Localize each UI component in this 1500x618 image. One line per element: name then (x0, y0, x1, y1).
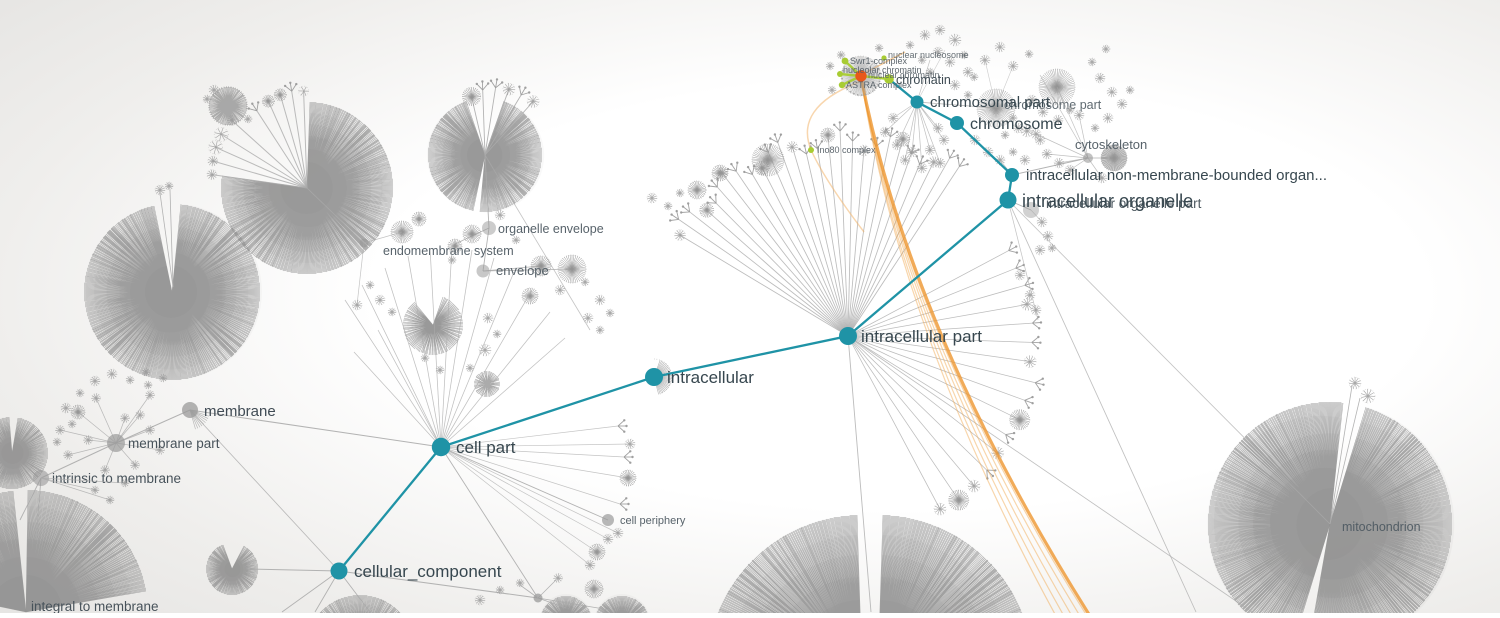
svg-text:chromosome: chromosome (970, 116, 1063, 133)
svg-text:organelle envelope: organelle envelope (498, 222, 604, 236)
svg-text:membrane part: membrane part (128, 436, 220, 451)
svg-text:cell part: cell part (456, 438, 516, 457)
svg-text:mitochondrion: mitochondrion (1342, 520, 1421, 534)
svg-text:chromosomal part: chromosomal part (930, 94, 1051, 111)
svg-text:cell periphery: cell periphery (620, 515, 686, 527)
svg-text:integral to membrane: integral to membrane (31, 599, 159, 613)
svg-text:Ino80 complex: Ino80 complex (817, 145, 876, 155)
svg-text:cellular_component: cellular_component (354, 562, 502, 581)
svg-text:nuclear nucleosome: nuclear nucleosome (888, 50, 969, 60)
svg-text:cytoskeleton: cytoskeleton (1075, 137, 1147, 152)
svg-text:intrinsic to membrane: intrinsic to membrane (52, 471, 181, 486)
svg-text:endomembrane system: endomembrane system (383, 244, 514, 258)
svg-text:ASTRA complex: ASTRA complex (846, 80, 912, 90)
svg-text:intracellular: intracellular (667, 368, 754, 387)
svg-text:intracellular organelle: intracellular organelle (1022, 191, 1193, 211)
svg-text:nuclear chromatin: nuclear chromatin (868, 70, 940, 80)
svg-text:membrane: membrane (204, 403, 276, 420)
svg-text:intracellular part: intracellular part (861, 327, 982, 346)
svg-text:intracellular non-membrane-bou: intracellular non-membrane-bounded organ… (1026, 167, 1327, 184)
svg-text:envelope: envelope (496, 263, 549, 278)
